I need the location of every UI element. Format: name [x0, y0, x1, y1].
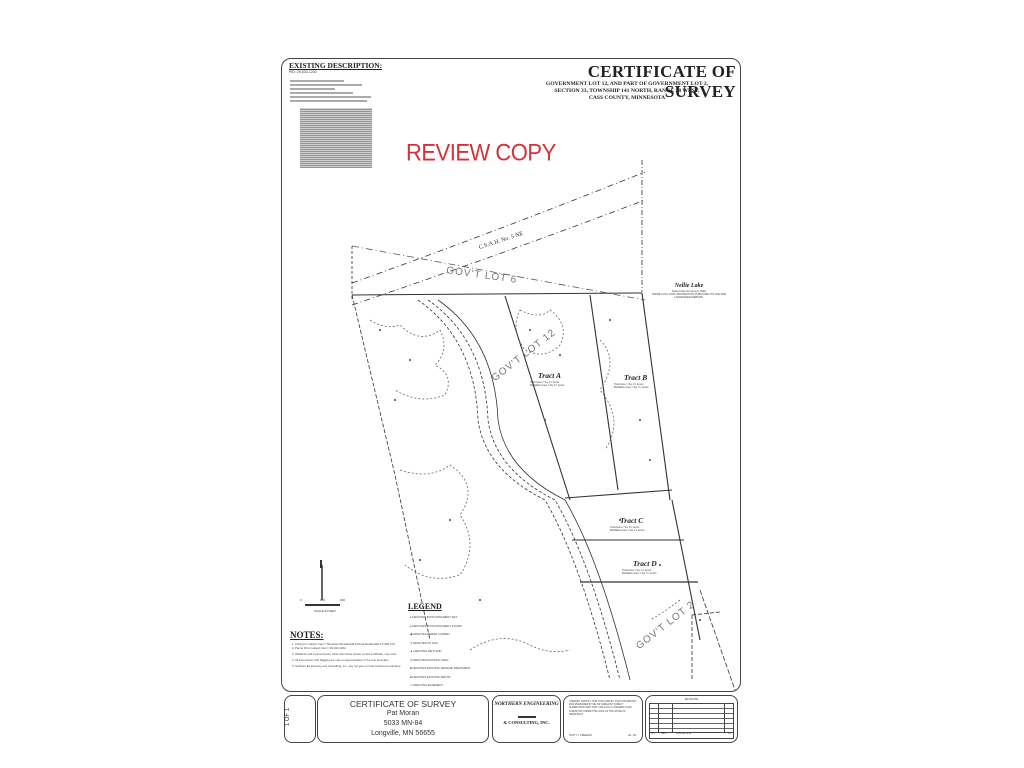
client-name: Pat Moran [386, 710, 420, 717]
certification-text: I HEREBY CERTIFY THAT THIS SURVEY, PLAN … [569, 700, 637, 716]
north-arrow-icon [320, 560, 326, 568]
license-label: LIC. NO. [627, 734, 637, 737]
tract-b-details: Total Area = Sq. Ft. Acres Buildable Are… [614, 383, 649, 390]
lake-classification: Natural Environment (NE) [671, 289, 707, 293]
tract-d-buildable-area: Buildable Area = Sq. Ft. Acres [622, 572, 657, 576]
document-subtitle: GOVERNMENT LOT 12, AND PART OF GOVERNMEN… [520, 81, 734, 102]
existing-description-heading: EXISTING DESCRIPTION: [289, 61, 383, 70]
company-logo-icon [517, 709, 536, 718]
col-description: DESCRIPTION [676, 733, 691, 735]
tract-c-total-area: Total Area = Sq. Ft. Acres [610, 526, 640, 529]
easement-icon: ▭ [410, 683, 414, 687]
rebar-icon: ◉ [410, 632, 414, 636]
tract-d-total-area: Total Area = Sq. Ft. Acres [622, 569, 652, 572]
col-by: BY [728, 733, 731, 735]
title-block-heading: CERTIFICATE OF SURVEY [349, 699, 457, 709]
pk-nail-icon: ✕ [410, 640, 414, 645]
lake-label: Nellie Lake Natural Environment (NE) THE… [644, 283, 734, 300]
monument-set-icon: ● [410, 615, 413, 619]
certification-block: I HEREBY CERTIFY THAT THIS SURVEY, PLAN … [563, 695, 643, 743]
tract-c-details: Total Area = Sq. Ft. Acres Buildable Are… [610, 526, 645, 533]
revisions-heading: REVISIONS [684, 698, 699, 701]
scale-label-0: 0 [300, 598, 302, 602]
col-no: NO. [651, 733, 655, 735]
legend-item: ◎ DENOTES EXISTING WELL [410, 657, 449, 662]
document-title: CERTIFICATE OF SURVEY [587, 62, 736, 101]
scale-label-100: 100 [320, 598, 326, 602]
lake-name: Nellie Lake [674, 283, 704, 289]
tract-d-label: Tract D [633, 559, 657, 568]
tract-b-buildable-area: Buildable Area = Sq. Ft. Acres [614, 386, 649, 390]
existing-description-text [290, 78, 380, 168]
notes-list: 1. Zoning for subject tract = Shoreland … [292, 642, 407, 668]
well-icon: ◎ [410, 657, 414, 662]
signer-label: SCOTT J. FREEMAN [569, 734, 592, 737]
revisions-table: NO. DATE DESCRIPTION BY [649, 703, 734, 739]
monument-found-icon: ● [410, 623, 413, 628]
tract-d-details: Total Area = Sq. Ft. Acres Buildable Are… [622, 569, 657, 576]
review-copy-watermark: REVIEW COPY [406, 138, 556, 166]
note-item: 2. Parcel ID for subject tract = 29-033-… [292, 646, 347, 650]
client-city: Longville, MN 56655 [371, 730, 435, 737]
tract-a-total-area: Total Area = Sq. Ft. Acres [530, 381, 560, 384]
note-item: 1. Zoning for subject tract = Shoreland … [292, 642, 396, 646]
tract-a-details: Total Area = Sq. Ft. Acres Buildable Are… [530, 381, 565, 388]
tract-a-buildable-area: Buildable Area = Sq. Ft. Acres [530, 384, 565, 388]
subtitle-line: SECTION 33, TOWNSHIP 141 NORTH, RANGE 28… [554, 88, 700, 94]
legend-item: ◉ DENOTES REBAR CAPPED [410, 632, 450, 636]
legend-item: ▭ DENOTES EASEMENT [410, 683, 444, 687]
legend-heading: LEGEND [408, 602, 442, 611]
revisions-header-row: NO. DATE DESCRIPTION BY [650, 732, 733, 738]
tract-b-total-area: Total Area = Sq. Ft. Acres [614, 383, 644, 386]
wetland-icon: ▲ [410, 649, 414, 653]
septic-icon: ■ [410, 674, 413, 679]
note-item: 3. Wetlands and improvements, other than… [292, 652, 398, 656]
sewage-icon: ■ [410, 666, 413, 670]
description-legal-text-block [300, 108, 372, 168]
tract-c-buildable-area: Buildable Area = Sq. Ft. Acres [610, 529, 645, 533]
lake-note: THERE IS NO OHW INFORMATION PUBLISHED ON… [651, 293, 727, 300]
legend-item: ■ DENOTES EXISTING SEWAGE TREATMENT [410, 666, 471, 670]
tract-b-label: Tract B [624, 373, 648, 382]
legend-item: ● DENOTES IRON MONUMENT FOUND [410, 623, 462, 628]
title-block-main: CERTIFICATE OF SURVEY Pat Moran 5033 MN-… [317, 695, 489, 743]
legend-item: ■ DENOTES EXISTING SEPTIC [410, 674, 451, 679]
note-item: 4. All lines shown with flagging are onl… [292, 658, 390, 662]
legend-item: ▲ DENOTES WETLAND [410, 649, 442, 653]
sheet-number-block: 1 OF 1 [284, 695, 316, 743]
client-address: 5033 MN-84 [383, 720, 423, 727]
col-date: DATE [661, 733, 667, 735]
company-name-line2: & CONSULTING, INC. [503, 720, 550, 725]
subtitle-line: GOVERNMENT LOT 12, AND PART OF GOVERNMEN… [545, 81, 709, 87]
legend-item: ● DENOTES IRON MONUMENT SET [410, 615, 458, 619]
revisions-block: REVISIONS NO. DATE DESCRIPTION BY [645, 695, 738, 743]
tract-c-label: Tract C [620, 516, 644, 525]
subtitle-line: CASS COUNTY, MINNESOTA [588, 95, 666, 101]
note-item: 5. Northern Engineering and Consulting, … [292, 664, 401, 668]
sheet-number: 1 OF 1 [285, 707, 292, 727]
existing-description-pid: PID: 29-033-1202 [289, 70, 317, 74]
legend-list: ● DENOTES IRON MONUMENT SET ● DENOTES IR… [410, 613, 510, 690]
scale-label-200: 200 [340, 598, 346, 602]
legend-item: ✕ DENOTES PK NAIL [410, 640, 439, 645]
tract-a-label: Tract A [538, 371, 561, 380]
company-name-line1: NORTHERN ENGINEERING [494, 702, 559, 707]
company-logo-block: NORTHERN ENGINEERING & CONSULTING, INC. [492, 695, 561, 743]
scale-caption: SCALE IN FEET [314, 609, 337, 613]
notes-heading: NOTES: [290, 630, 324, 640]
